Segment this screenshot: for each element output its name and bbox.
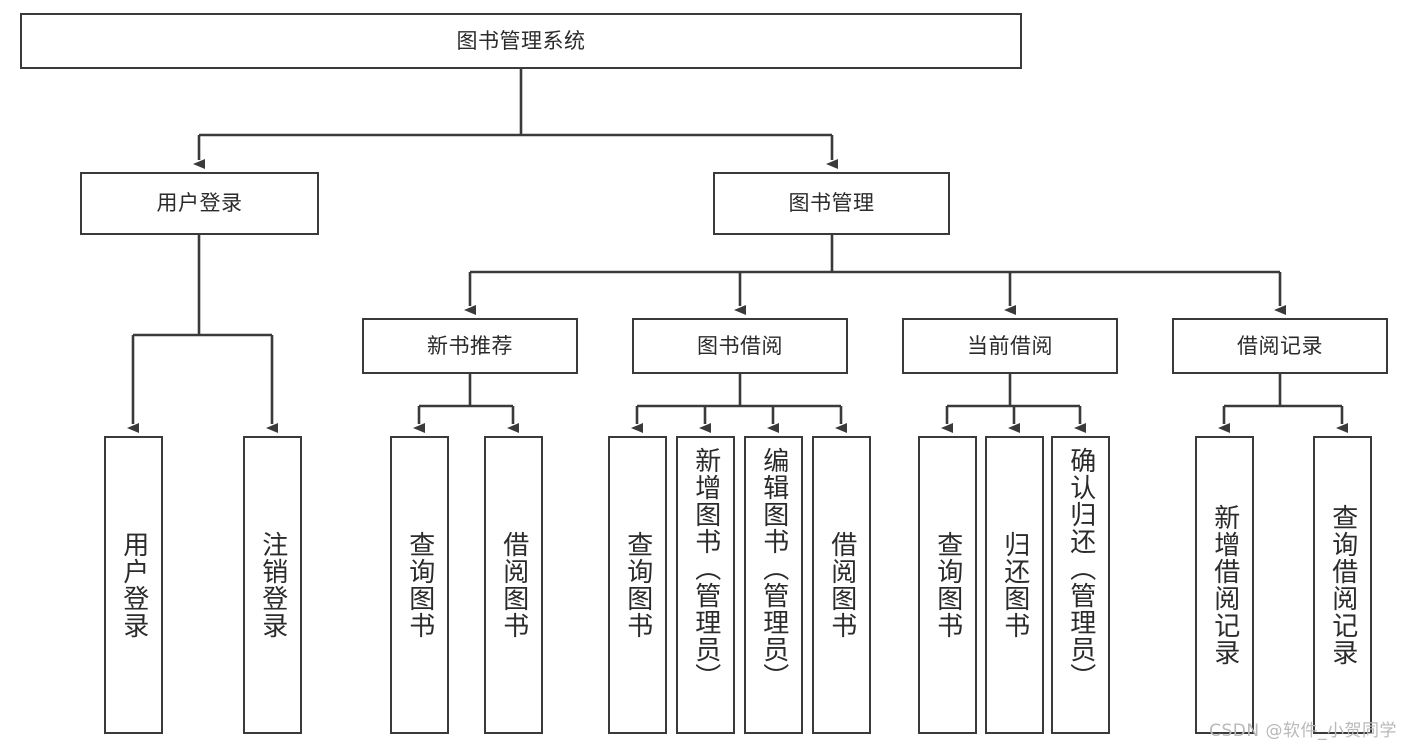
- node-root-label: 图书管理系统: [456, 28, 586, 53]
- leaf-query-book-1[interactable]: 查询图书: [390, 436, 449, 734]
- node-current-borrow-label: 当前借阅: [967, 333, 1053, 358]
- node-book-borrow-label: 图书借阅: [697, 333, 783, 358]
- leaf-add-book[interactable]: 新增图书（管理员）: [676, 436, 735, 734]
- leaf-edit-book-label: 编辑图书（管理员）: [758, 447, 789, 690]
- leaf-query-book-1-label: 查询图书: [404, 531, 435, 639]
- leaf-return-book[interactable]: 归还图书: [985, 436, 1044, 734]
- leaf-logout-label: 注销登录: [257, 531, 288, 639]
- leaf-logout[interactable]: 注销登录: [243, 436, 302, 734]
- leaf-query-book-3-label: 查询图书: [932, 531, 963, 639]
- leaf-query-book-2[interactable]: 查询图书: [608, 436, 667, 734]
- leaf-user-login-label: 用户登录: [118, 531, 149, 639]
- leaf-edit-book[interactable]: 编辑图书（管理员）: [744, 436, 803, 734]
- leaf-confirm-return[interactable]: 确认归还（管理员）: [1051, 436, 1110, 734]
- leaf-return-book-label: 归还图书: [999, 531, 1030, 639]
- node-current-borrow[interactable]: 当前借阅: [902, 318, 1118, 374]
- leaf-query-borrow-record-label: 查询借阅记录: [1327, 504, 1358, 666]
- leaf-borrow-book-1[interactable]: 借阅图书: [484, 436, 543, 734]
- node-book-management-label: 图书管理: [788, 191, 875, 216]
- node-root[interactable]: 图书管理系统: [20, 13, 1022, 69]
- node-book-borrow[interactable]: 图书借阅: [632, 318, 848, 374]
- node-new-book-recommend[interactable]: 新书推荐: [362, 318, 578, 374]
- leaf-user-login[interactable]: 用户登录: [104, 436, 163, 734]
- node-new-book-recommend-label: 新书推荐: [427, 333, 513, 358]
- leaf-add-borrow-record[interactable]: 新增借阅记录: [1195, 436, 1254, 734]
- node-user-login-label: 用户登录: [156, 191, 243, 216]
- leaf-query-borrow-record[interactable]: 查询借阅记录: [1313, 436, 1372, 734]
- leaf-borrow-book-2[interactable]: 借阅图书: [812, 436, 871, 734]
- leaf-borrow-book-1-label: 借阅图书: [498, 531, 529, 639]
- leaf-add-book-label: 新增图书（管理员）: [690, 447, 721, 690]
- leaf-borrow-book-2-label: 借阅图书: [826, 531, 857, 639]
- node-book-management[interactable]: 图书管理: [713, 172, 950, 235]
- leaf-add-borrow-record-label: 新增借阅记录: [1209, 504, 1240, 666]
- leaf-query-book-2-label: 查询图书: [622, 531, 653, 639]
- watermark-text: CSDN @软件_小贺同学: [1209, 721, 1397, 741]
- node-borrow-record[interactable]: 借阅记录: [1172, 318, 1388, 374]
- leaf-confirm-return-label: 确认归还（管理员）: [1065, 447, 1096, 690]
- leaf-query-book-3[interactable]: 查询图书: [918, 436, 977, 734]
- node-borrow-record-label: 借阅记录: [1237, 333, 1323, 358]
- node-user-login[interactable]: 用户登录: [80, 172, 319, 235]
